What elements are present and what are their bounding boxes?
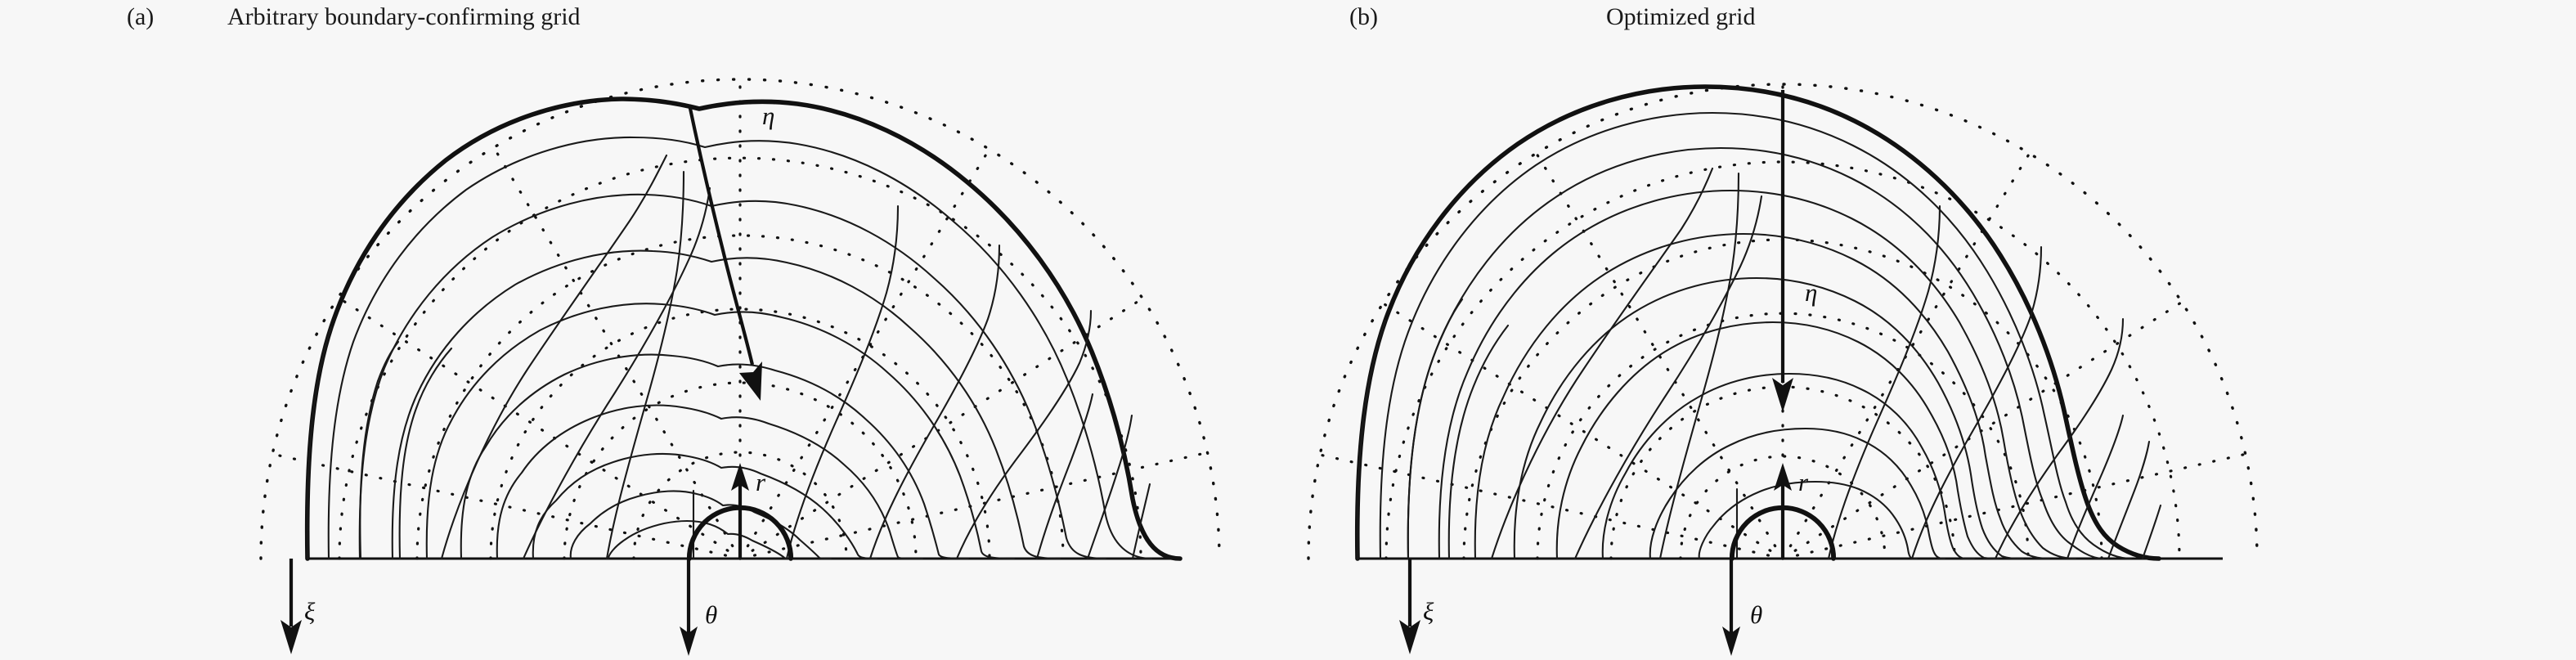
eta-label-b: η	[1805, 278, 1817, 307]
xi-label-b: ξ	[1423, 597, 1434, 626]
theta-arrow-b	[1722, 505, 1837, 656]
theta-arrow-a	[680, 505, 794, 656]
panel-b-title: Optimized grid	[1606, 3, 1755, 30]
panel-a-label: (a)	[127, 3, 154, 30]
reference-semicircle-b	[1307, 83, 2259, 560]
reference-arcs-a	[338, 156, 1142, 560]
r-label-a: r	[756, 468, 766, 496]
boundary-curve-a	[304, 97, 1183, 561]
eta-arrow-b	[1772, 90, 1793, 412]
grid-arcs-a	[327, 136, 1153, 560]
panel-a-title: Arbitrary boundary-confirming grid	[227, 3, 581, 30]
r-arrow-a	[731, 463, 749, 559]
theta-label-b: θ	[1750, 600, 1762, 629]
reference-rays-a	[274, 78, 1210, 560]
theta-label-a: θ	[705, 600, 717, 629]
boundary-curve-b	[1354, 84, 2161, 561]
xi-arrow-a	[280, 559, 302, 654]
eta-arrow-a	[687, 104, 762, 401]
panel-b-label: (b)	[1349, 3, 1378, 30]
grid-arcs-b	[1379, 111, 2133, 560]
xi-label-a: ξ	[304, 597, 316, 626]
xi-arrow-b	[1399, 559, 1420, 654]
panel-b-grid: r θ ξ η	[1307, 83, 2259, 656]
r-label-b: r	[1798, 468, 1809, 496]
panel-a-grid: r θ ξ η	[259, 78, 1221, 656]
r-arrow-b	[1774, 463, 1792, 559]
grid-spokes-b	[1356, 167, 2162, 560]
grid-spokes-a	[306, 154, 1151, 560]
eta-label-a: η	[762, 101, 774, 130]
